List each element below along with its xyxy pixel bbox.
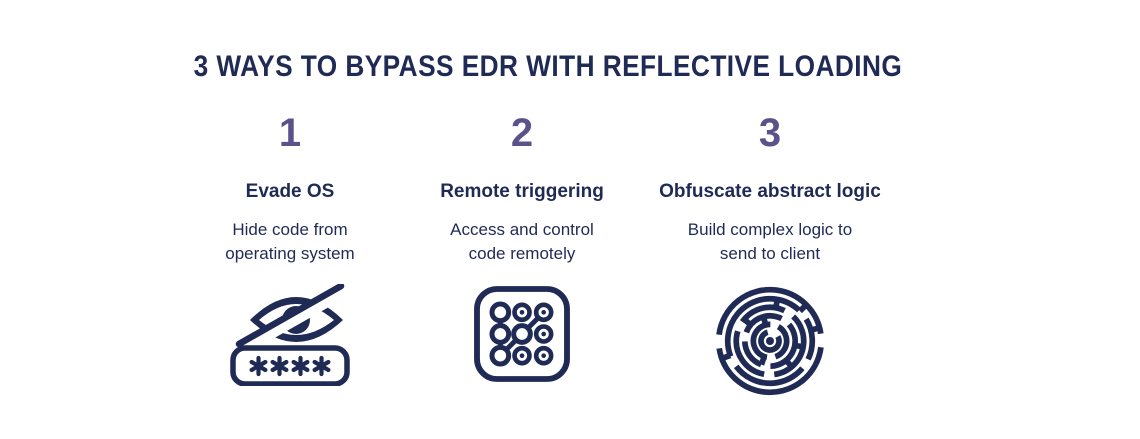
step-description-3: Build complex logic to send to client xyxy=(640,218,900,266)
column-2-remote-triggering: 2 Remote triggering Access and control c… xyxy=(392,110,652,390)
pattern-lock-icon xyxy=(392,284,652,390)
step-heading-2: Remote triggering xyxy=(440,181,604,202)
step-description-1: Hide code from operating system xyxy=(160,218,420,266)
step-description-1-line2: operating system xyxy=(225,244,355,263)
page-title-text: 3 WAYS TO BYPASS EDR WITH REFLECTIVE LOA… xyxy=(193,50,903,83)
step-number-3: 3 xyxy=(758,111,782,155)
step-description-3-line1: Build complex logic to xyxy=(687,220,853,239)
column-3-obfuscate-abstract-logic: 3 Obfuscate abstract logic Build complex… xyxy=(640,110,900,396)
step-number-2: 2 xyxy=(510,111,534,155)
step-description-2-line2: code remotely xyxy=(468,244,576,263)
page-title: 3 WAYS TO BYPASS EDR WITH REFLECTIVE LOA… xyxy=(0,50,1096,84)
step-description-1-line1: Hide code from xyxy=(232,220,348,239)
hidden-password-icon xyxy=(160,284,420,390)
step-number-1: 1 xyxy=(278,111,302,155)
column-1-evade-os: 1 Evade OS Hide code from operating syst… xyxy=(160,110,420,390)
maze-icon xyxy=(640,284,900,396)
step-heading-3: Obfuscate abstract logic xyxy=(659,181,881,202)
step-description-3-line2: send to client xyxy=(719,244,821,263)
step-description-2-line1: Access and control xyxy=(450,220,594,239)
step-description-2: Access and control code remotely xyxy=(392,218,652,266)
step-heading-1: Evade OS xyxy=(245,181,335,202)
